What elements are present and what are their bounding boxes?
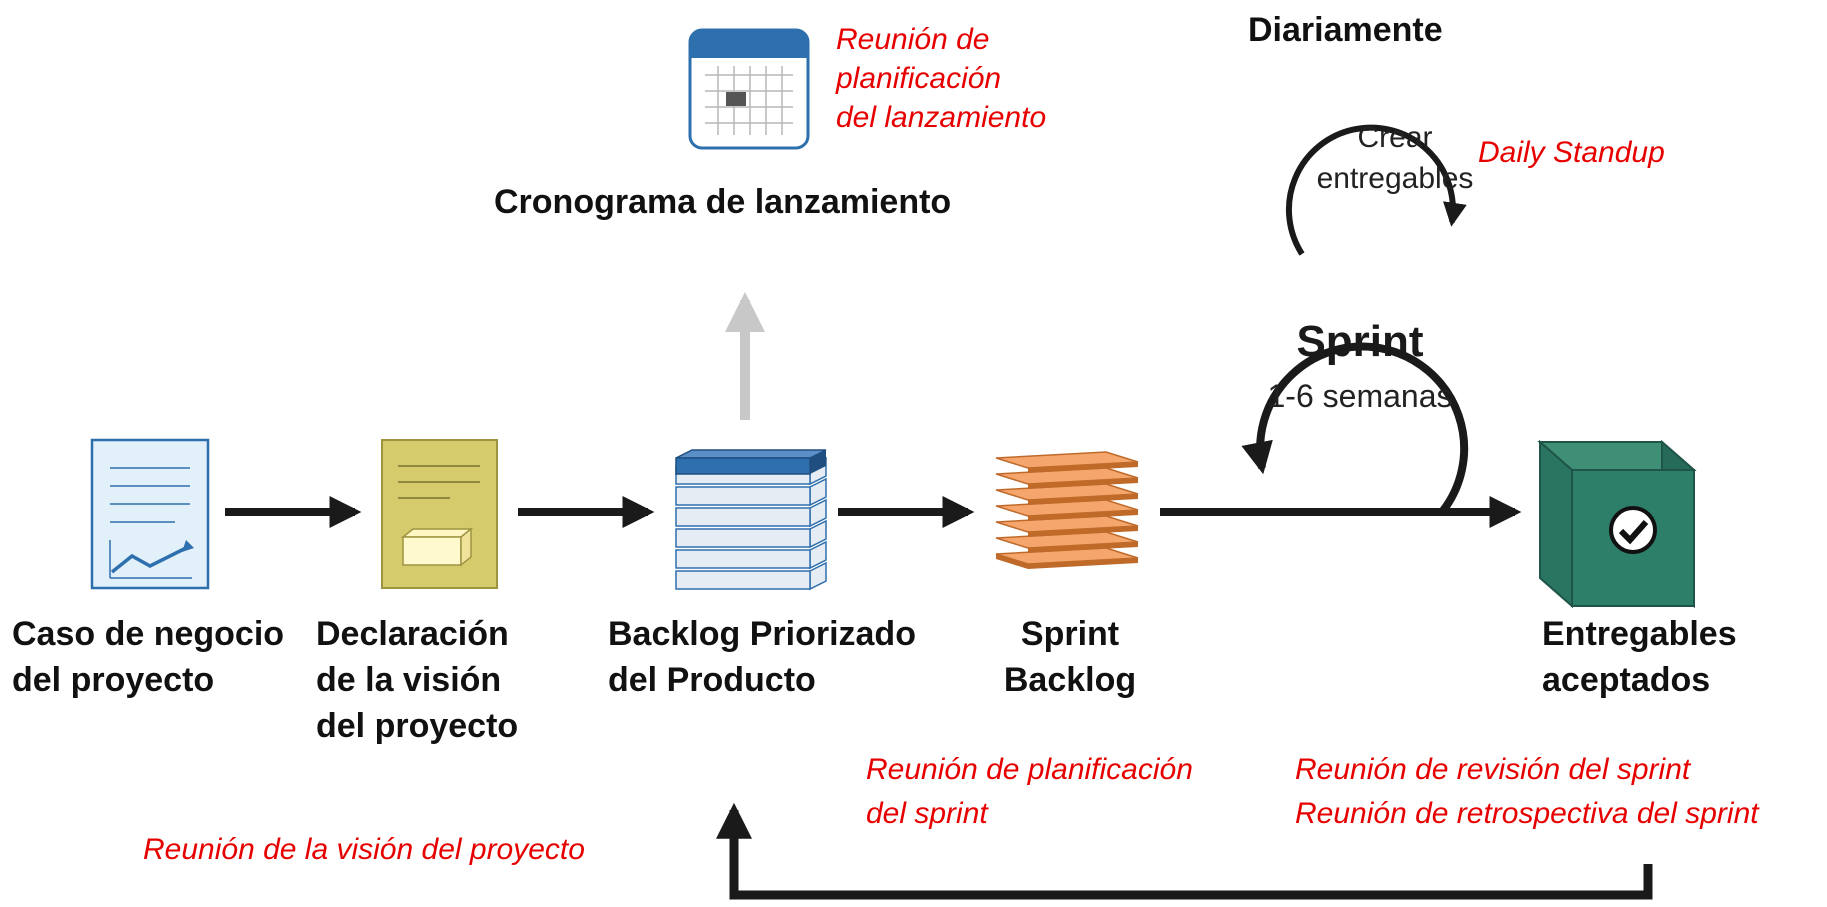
prioritized-backlog-stack-icon (675, 449, 827, 591)
vision-meeting-label: Reunión de la visión del proyecto (143, 833, 585, 866)
business-case-document-icon (90, 438, 210, 590)
review-retro-meeting-label: Reunión de revisión del sprint Reunión d… (1295, 753, 1759, 830)
sprint-duration-label: 1-6 semanas (1267, 378, 1453, 414)
feedback-loop-arrow (716, 802, 1653, 900)
release-planning-meeting-label: Reunión de planificación del lanzamiento (836, 23, 1047, 134)
sprint-cycle-loop (1241, 342, 1469, 515)
daily-label: Diariamente (1248, 11, 1443, 49)
create-deliverables-label: Crear entregables (1316, 121, 1474, 195)
vision-statement-label: Declaración de la visión del proyecto (316, 615, 519, 745)
release-schedule-label: Cronograma de lanzamiento (494, 183, 952, 221)
sprint-planning-meeting-label: Reunión de planificación del sprint (866, 753, 1193, 830)
accepted-deliverables-box-icon (1537, 439, 1697, 609)
sprint-backlog-label: Sprint Backlog (1003, 615, 1137, 699)
sprint-title-label: Sprint (1296, 317, 1424, 366)
daily-cycle-loop (1285, 124, 1467, 256)
sprint-backlog-stack-icon (995, 451, 1139, 569)
vision-statement-document-icon (381, 439, 498, 589)
daily-standup-label: Daily Standup (1478, 136, 1665, 169)
prioritized-backlog-label: Backlog Priorizado del Producto (608, 615, 916, 699)
calendar-icon (688, 28, 810, 150)
business-case-label: Caso de negocio del proyecto (12, 615, 285, 699)
accepted-deliverables-label: Entregables aceptados (1542, 615, 1737, 699)
